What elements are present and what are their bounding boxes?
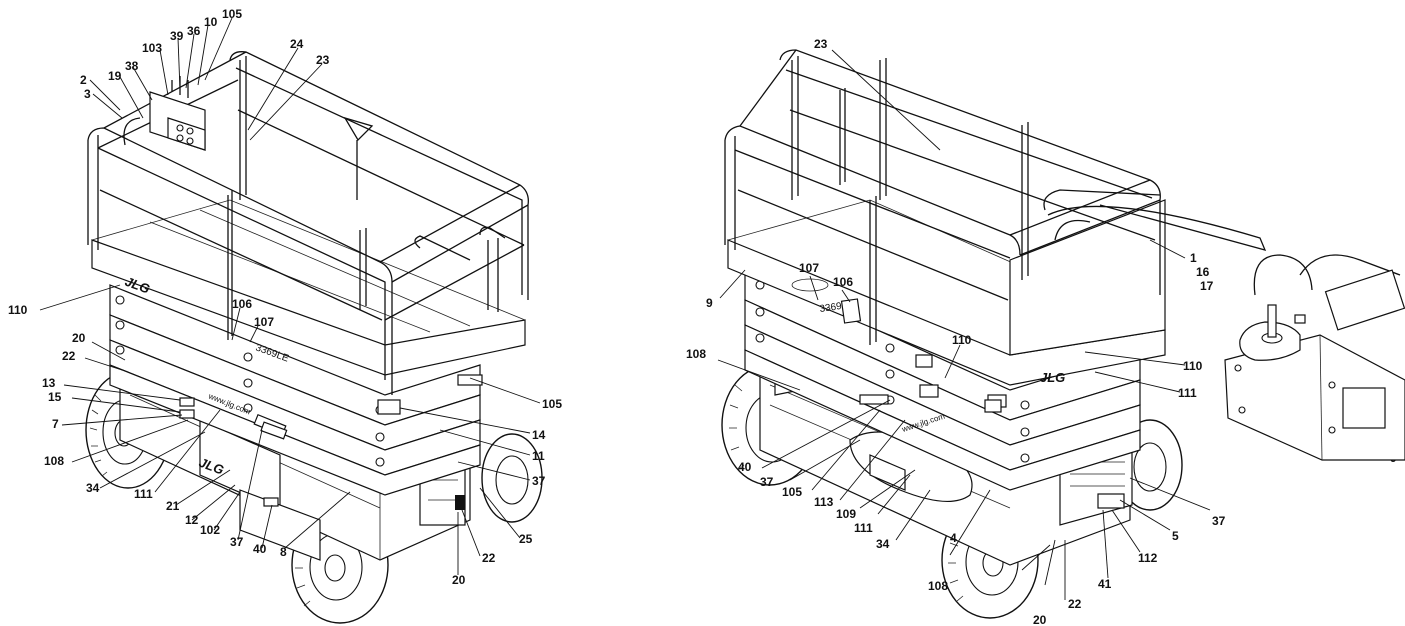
right-view: JLG 3369L	[686, 37, 1397, 626]
callout-label: 17	[1200, 279, 1214, 293]
callout-label: 11	[532, 449, 545, 463]
left-callouts: 105 10 36 39 103 38 19 2 3 24 23 110 106…	[8, 7, 562, 587]
callout-label: 23	[814, 37, 828, 51]
right-platform: 3369L JLG www.jlg.com	[727, 199, 1166, 434]
callout-label: 113	[814, 495, 834, 509]
left-view: JLG 3369LE www.jlg.com JLG	[8, 7, 562, 624]
callout-label: 105	[222, 7, 242, 21]
callout-label: 22	[1068, 597, 1082, 611]
callout-label: 24	[290, 37, 304, 51]
callout-label: 108	[44, 454, 64, 468]
callout-label: 110	[8, 303, 28, 317]
callout-label: 15	[48, 390, 62, 404]
callout-label: 40	[738, 460, 752, 474]
callout-label: 22	[62, 349, 76, 363]
callout-label: 37	[230, 535, 244, 549]
callout-label: 40	[253, 542, 267, 556]
callout-label: 102	[200, 523, 220, 537]
callout-label: 13	[42, 376, 56, 390]
callout-label: 103	[142, 41, 162, 55]
callout-label: 111	[854, 521, 873, 535]
callout-label: 21	[166, 499, 180, 513]
callout-label: 20	[72, 331, 86, 345]
callout-label: 34	[876, 537, 890, 551]
right-leaders	[717, 49, 1391, 600]
callout-label: 39	[170, 29, 184, 43]
detail-view	[1224, 254, 1405, 461]
callout-label: 105	[542, 397, 562, 411]
callout-label: 9	[706, 296, 713, 310]
callout-label: 107	[254, 315, 274, 329]
left-control-box	[149, 76, 206, 151]
callout-label: 3	[84, 87, 91, 101]
callout-label: 37	[1212, 514, 1226, 528]
callout-label: 34	[86, 481, 100, 495]
callout-label: 7	[52, 417, 59, 431]
right-guardrails	[724, 49, 1267, 345]
right-logo-decal: JLG	[1040, 370, 1065, 385]
callout-label: 111	[134, 487, 153, 501]
callout-label: 20	[452, 573, 466, 587]
callout-label: 36	[187, 24, 201, 38]
callout-label: 37	[532, 474, 546, 488]
callout-label: 108	[928, 579, 948, 593]
callout-label: 38	[125, 59, 139, 73]
callout-label: 1	[1190, 251, 1197, 265]
callout-label: 4	[950, 531, 957, 545]
callout-label: 20	[1033, 613, 1047, 626]
callout-label: 108	[686, 347, 706, 361]
callout-label: 105	[782, 485, 802, 499]
callout-label: 2	[80, 73, 87, 87]
callout-label: 110	[952, 333, 972, 347]
callout-label: 19	[108, 69, 122, 83]
callout-label: 41	[1098, 577, 1112, 591]
right-callouts: 23 1 16 17 9 107 106 108 110 110 111 40 …	[686, 37, 1397, 626]
callout-label: 8	[280, 545, 287, 559]
callout-label: 37	[760, 475, 774, 489]
callout-label: 25	[519, 532, 533, 546]
right-model-decal: 3369L	[819, 300, 849, 315]
callout-label: 16	[1196, 265, 1210, 279]
callout-label: 12	[185, 513, 199, 527]
callout-label: 112	[1138, 551, 1158, 565]
callout-label: 107	[799, 261, 819, 275]
callout-label: 106	[833, 275, 853, 289]
callout-label: 10	[204, 15, 218, 29]
left-right-rear-wheel	[481, 433, 543, 523]
callout-label: 109	[836, 507, 856, 521]
callout-label: 111	[1178, 386, 1197, 400]
left-leaders	[39, 17, 541, 575]
callout-label: 14	[532, 428, 546, 442]
callout-label: 22	[482, 551, 496, 565]
right-side-panel	[1009, 199, 1166, 356]
callout-label: 106	[232, 297, 252, 311]
callout-label: 110	[1183, 359, 1203, 373]
callout-label: 23	[316, 53, 330, 67]
callout-label: 5	[1172, 529, 1179, 543]
